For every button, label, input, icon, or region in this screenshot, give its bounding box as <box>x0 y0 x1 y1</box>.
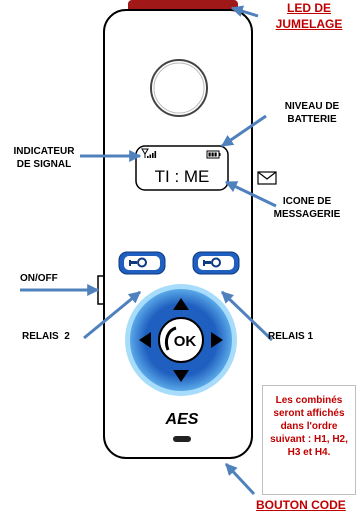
key-icon <box>203 257 221 268</box>
label-battery-line2: BATTERIE <box>287 114 337 125</box>
relay-1-key[interactable] <box>192 251 240 275</box>
ok-label: OK <box>174 333 197 350</box>
label-signal: INDICATEUR DE SIGNAL <box>4 145 84 171</box>
arrow-down-icon[interactable] <box>173 370 189 382</box>
navigation-pad[interactable]: OK <box>125 284 237 396</box>
label-relay1: RELAIS 1 <box>268 331 314 342</box>
arrow-left-icon[interactable] <box>139 332 151 348</box>
screen-text: TI : ME <box>155 167 210 186</box>
label-led-line1: LED DE <box>286 1 331 15</box>
phone-handset-icon <box>164 326 177 351</box>
ok-button[interactable] <box>158 317 204 363</box>
label-battery-line1: NIVEAU DE <box>284 101 340 112</box>
lcd-screen <box>135 145 229 191</box>
arrow-relay2 <box>83 290 141 340</box>
arrow-button-code <box>224 462 256 496</box>
label-onoff: ON/OFF <box>20 273 58 284</box>
key-icon <box>129 257 147 268</box>
label-signal-line1: INDICATEUR <box>13 146 75 157</box>
callout-arrows <box>20 5 277 496</box>
envelope-icon <box>257 171 277 185</box>
battery-icon <box>206 150 221 159</box>
label-message-line2: MESSAGERIE <box>273 209 341 220</box>
label-message: ICONE DE MESSAGERIE <box>262 195 352 221</box>
arrow-battery <box>221 114 267 148</box>
speaker <box>150 59 208 117</box>
brand-logo: AES <box>165 411 199 428</box>
code-button[interactable] <box>173 436 191 442</box>
arrow-right-icon[interactable] <box>211 332 223 348</box>
arrow-relay1 <box>220 290 274 342</box>
label-button-code: BOUTON CODE <box>256 498 346 512</box>
signal-icon <box>141 148 157 158</box>
label-signal-line2: DE SIGNAL <box>16 159 72 170</box>
order-note: Les combinés seront affichés dans l'ordr… <box>262 385 356 495</box>
label-led: LED DE JUMELAGE <box>266 0 352 32</box>
label-battery: NIVEAU DE BATTERIE <box>270 100 354 126</box>
label-relay2: RELAIS 2 <box>22 331 70 342</box>
arrow-up-icon[interactable] <box>173 298 189 310</box>
label-led-line2: JUMELAGE <box>275 17 343 31</box>
arrow-led <box>230 5 259 18</box>
label-message-line1: ICONE DE <box>282 196 332 207</box>
arrow-message <box>224 180 277 208</box>
relay-2-key[interactable] <box>118 251 166 275</box>
